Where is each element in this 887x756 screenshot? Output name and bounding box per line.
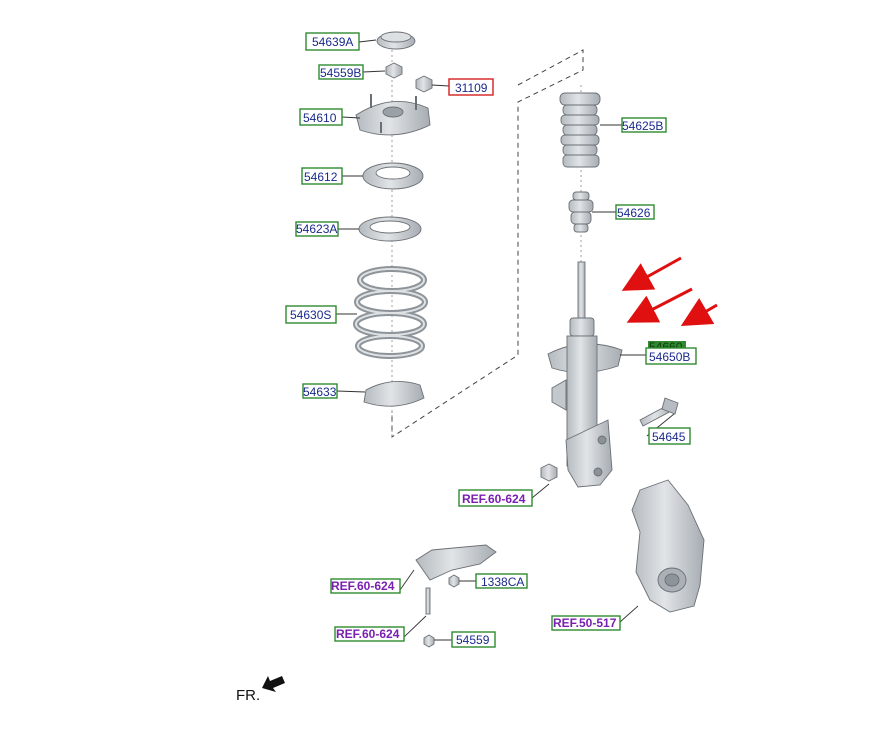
label-ref-60-624-bracket: REF.60-624 xyxy=(330,578,401,594)
direction-label: FR. xyxy=(236,687,260,704)
label-text-54559: 54559 xyxy=(456,633,490,647)
leader-lines xyxy=(336,39,675,641)
label-text-1338CA: 1338CA xyxy=(481,575,524,589)
label-54633: 54633 xyxy=(302,383,338,399)
label-54630S: 54630S xyxy=(285,305,337,324)
label-text-ref-50-517: REF.50-517 xyxy=(553,616,617,630)
part-54645 xyxy=(639,397,679,427)
label-ref-50-517: REF.50-517 xyxy=(551,615,621,631)
label-text-54626: 54626 xyxy=(617,206,651,220)
label-text-54633: 54633 xyxy=(303,385,337,399)
label-text-54623A: 54623A xyxy=(296,222,337,236)
part-54630S-highlight xyxy=(355,268,426,357)
label-54559: 54559 xyxy=(451,631,496,648)
part-strut-nut xyxy=(540,463,558,482)
part-stud xyxy=(425,587,431,615)
label-text-54639A: 54639A xyxy=(312,35,353,49)
label-54626: 54626 xyxy=(615,204,655,220)
part-54623A xyxy=(358,216,422,242)
part-54559B xyxy=(385,62,403,79)
label-text-54625B: 54625B xyxy=(622,119,663,133)
part-54612 xyxy=(362,162,424,190)
label-54610: 54610 xyxy=(299,108,343,126)
part-31109 xyxy=(415,75,433,93)
part-lower-bracket xyxy=(415,544,497,581)
direction-indicator: FR. xyxy=(236,676,285,704)
label-31109: 31109 xyxy=(448,78,494,96)
label-text-54630S: 54630S xyxy=(290,308,331,322)
label-text-ref-60-624-stud: REF.60-624 xyxy=(336,627,400,641)
part-54660-strut xyxy=(547,261,623,488)
label-54645: 54645 xyxy=(648,427,691,445)
label-54612: 54612 xyxy=(301,167,343,185)
label-54650B: 54650B xyxy=(645,347,697,365)
label-1338CA: 1338CA xyxy=(475,573,528,589)
label-text-31109: 31109 xyxy=(455,81,488,95)
label-text-54559B: 54559B xyxy=(320,66,361,80)
label-ref-60-624-strut: REF.60-624 xyxy=(458,489,533,507)
label-text-ref-60-624-strut: REF.60-624 xyxy=(462,492,526,506)
label-text-54650B: 54650B xyxy=(649,350,690,364)
red-arrows xyxy=(621,256,718,327)
part-54559 xyxy=(423,634,435,648)
label-54639A: 54639A xyxy=(305,32,360,51)
part-54626 xyxy=(568,191,594,233)
red-arrow-2 xyxy=(626,287,693,323)
label-text-54612: 54612 xyxy=(304,170,338,184)
red-arrow-1 xyxy=(621,256,682,291)
part-54639A xyxy=(376,31,416,50)
label-text-ref-60-624-bracket: REF.60-624 xyxy=(331,579,395,593)
direction-arrow-icon xyxy=(262,676,285,692)
part-54633 xyxy=(363,381,425,407)
part-54625B xyxy=(559,92,601,168)
label-text-54610: 54610 xyxy=(303,111,337,125)
assembly-outline xyxy=(391,49,584,438)
part-54610 xyxy=(355,94,431,136)
label-54623A: 54623A xyxy=(295,221,339,237)
part-knuckle xyxy=(631,479,705,613)
label-ref-60-624-stud: REF.60-624 xyxy=(334,626,405,642)
part-1338CA xyxy=(448,574,460,588)
label-text-54645: 54645 xyxy=(652,430,686,444)
label-54559B: 54559B xyxy=(318,64,364,80)
red-arrow-3 xyxy=(680,297,718,327)
label-54625B: 54625B xyxy=(621,117,667,133)
